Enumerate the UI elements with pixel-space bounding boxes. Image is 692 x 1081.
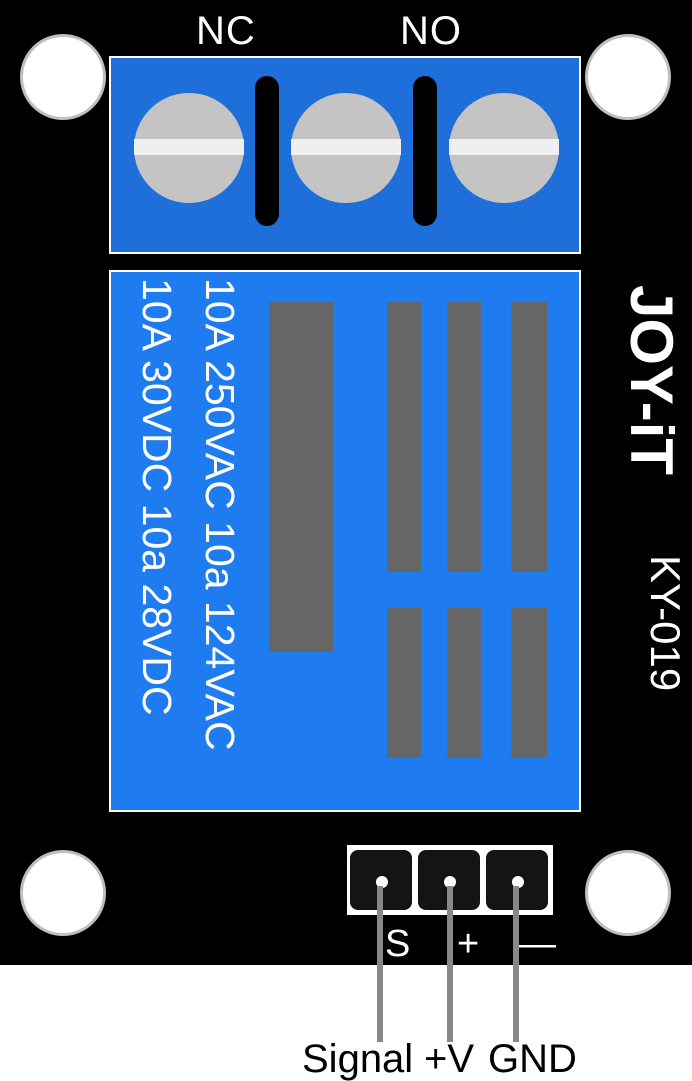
svg-text:JOY-iT: JOY-iT [618, 285, 684, 475]
screw-terminal-block [109, 56, 581, 254]
mounting-hole-top-right [585, 34, 671, 120]
wire-label-gnd: GND [488, 1037, 577, 1081]
wire-signal [377, 886, 383, 1042]
wire-gnd [513, 886, 519, 1042]
relay-pad-6 [511, 608, 547, 758]
mounting-hole-top-left [20, 34, 106, 120]
no-label: NO [400, 9, 462, 53]
relay-body: 10A 250VAC 10a 124VAC 10A 30VDC 10a 28VD… [109, 270, 581, 812]
relay-pad-1 [387, 302, 421, 572]
wire-label-signal: Signal [302, 1037, 414, 1081]
pin-label-s: S [385, 923, 411, 965]
pin-label-minus: — [518, 923, 556, 965]
screw-common [291, 93, 401, 203]
model-label: KY-019 [642, 555, 689, 692]
relay-pad-3 [511, 302, 547, 572]
pin-label-plus: + [457, 923, 480, 965]
screw-no [449, 93, 559, 203]
terminal-divider-2 [413, 76, 437, 226]
screw-nc [134, 93, 244, 203]
mounting-hole-bottom-left [20, 850, 106, 936]
wire-label-vcc: +V [424, 1037, 475, 1081]
relay-pad-4 [387, 608, 421, 758]
relay-pad-2 [447, 302, 481, 572]
relay-pad-5 [447, 608, 481, 758]
relay-rating-line-1: 10A 250VAC 10a 124VAC [197, 278, 243, 751]
wire-vcc [447, 886, 453, 1042]
relay-rating-line-2: 10A 30VDC 10a 28VDC [134, 278, 180, 716]
joy-it-logo: ® JOY-iT [614, 267, 685, 505]
nc-label: NC [196, 9, 256, 53]
mounting-hole-bottom-right [585, 850, 671, 936]
relay-module-board: NC NO 10A 250VAC 10a 124VAC 10A 30VDC 10… [0, 0, 692, 965]
terminal-divider-1 [255, 76, 279, 226]
relay-coil-pad [269, 302, 333, 652]
